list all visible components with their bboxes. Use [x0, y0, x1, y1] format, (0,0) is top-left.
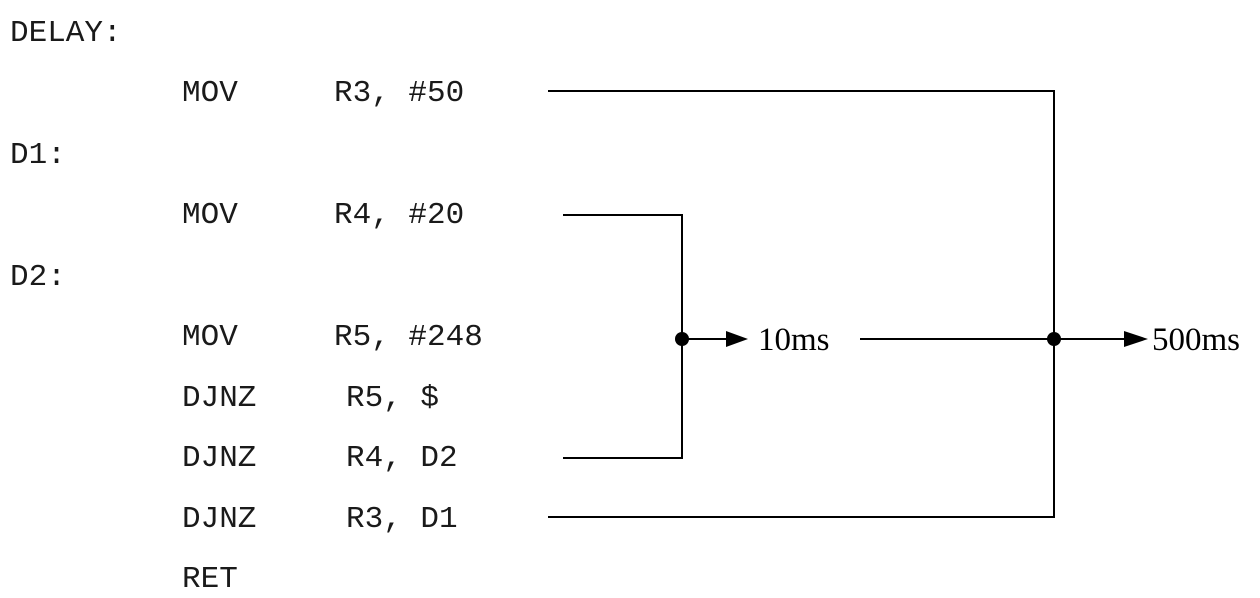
- instr-arg: R4, #20: [334, 198, 465, 233]
- instr-arg: R5, #248: [334, 320, 483, 355]
- instr-op: RET: [182, 562, 238, 597]
- arrowhead-icon: [1124, 331, 1148, 347]
- label-d2: D2:: [10, 260, 66, 295]
- inner-time-label: 10ms: [758, 322, 830, 358]
- instr-arg: R3, #50: [334, 76, 465, 111]
- instr-op: MOV: [182, 76, 238, 111]
- outer-time-label: 500ms: [1152, 322, 1241, 358]
- instr-op: MOV: [182, 198, 238, 233]
- inner-loop-bracket: [563, 214, 683, 459]
- outer-loop-bracket: [548, 90, 1055, 518]
- label-d1: D1:: [10, 138, 66, 173]
- instr-arg: R4, D2: [346, 441, 458, 476]
- instr-arg: R3, D1: [346, 502, 458, 537]
- instr-op: DJNZ: [182, 381, 257, 416]
- arrowhead-icon: [726, 331, 748, 347]
- instr-op: DJNZ: [182, 441, 257, 476]
- instr-op: MOV: [182, 320, 238, 355]
- instr-arg: R5, $: [346, 381, 440, 416]
- instr-op: DJNZ: [182, 502, 257, 537]
- inner-node: [675, 332, 689, 346]
- outer-node: [1047, 332, 1061, 346]
- label-delay: DELAY:: [10, 16, 122, 51]
